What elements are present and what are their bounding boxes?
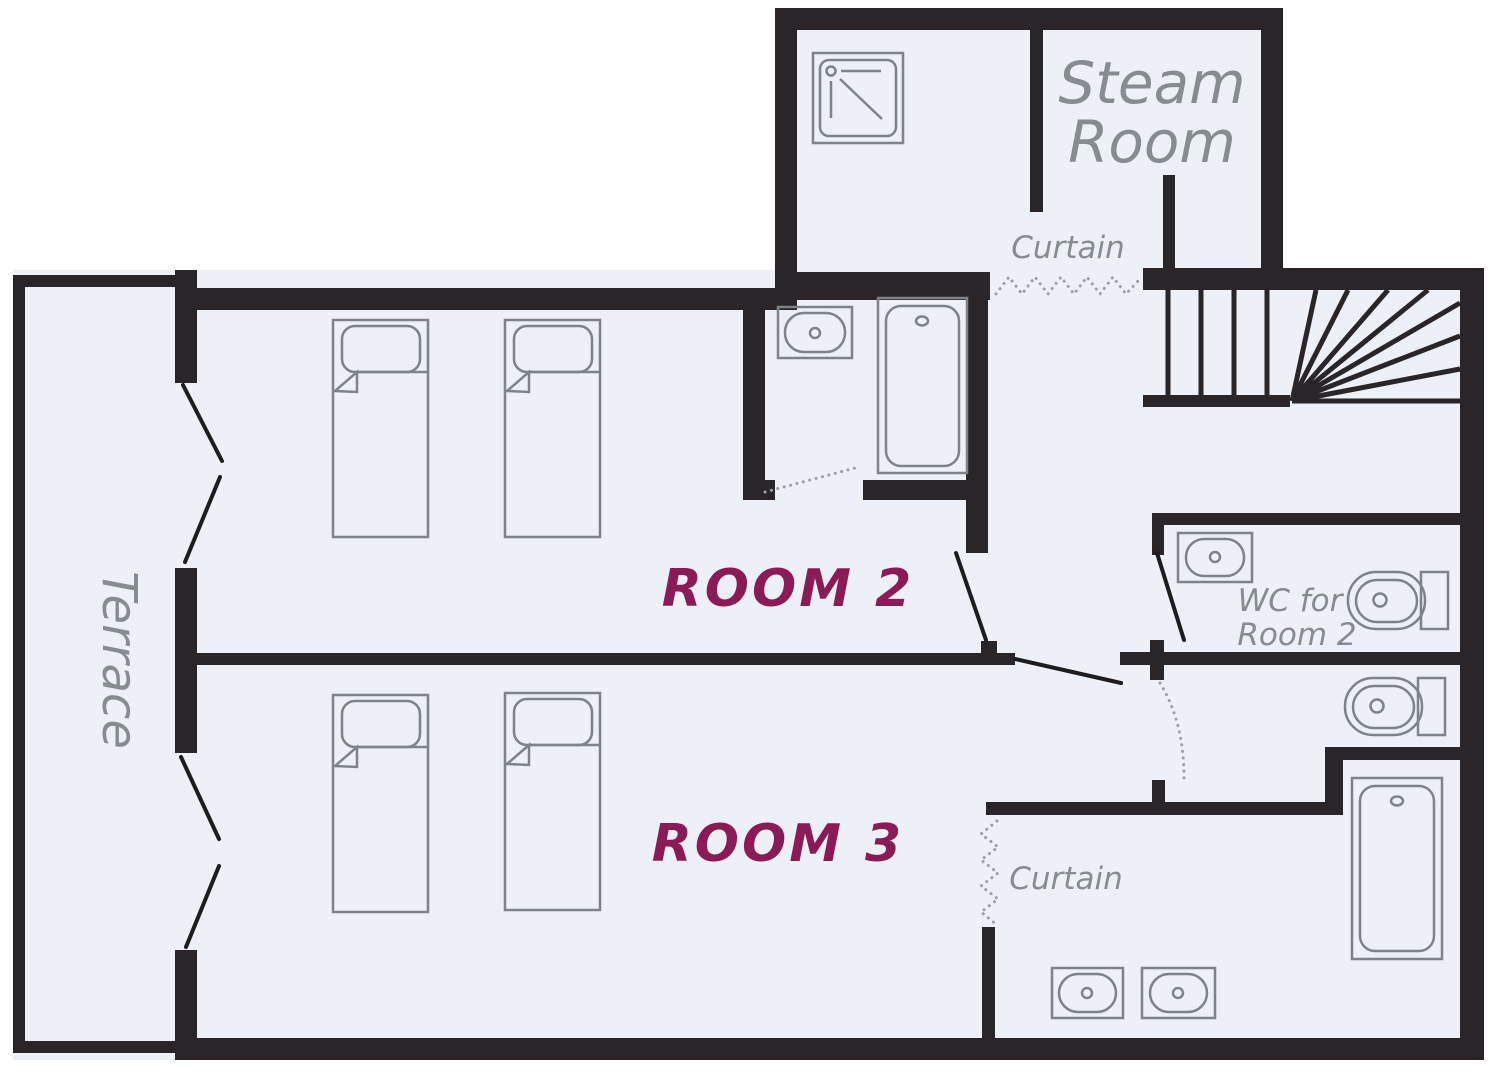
wall-segment [1143,395,1290,407]
room3-label: ROOM 3 [652,814,904,874]
wall-segment [1163,175,1175,290]
wall-segment [197,653,1015,665]
bed-icon [503,691,602,912]
terrace-door-leaf [179,755,221,841]
terrace-door-leaf [184,864,221,949]
wall-segment [743,300,765,497]
sink-icon [776,305,854,360]
wc-label-line2: Room 2 [1237,617,1356,653]
wall-segment [1152,513,1460,525]
bathtub-icon [1350,776,1444,961]
curtain-bottom-label: Curtain [1009,861,1122,897]
room3-door-swing [1158,681,1186,780]
door-jamb [981,641,997,653]
door-jamb [175,568,197,753]
wall-segment [13,1041,175,1053]
stair-winder [1291,333,1461,404]
doors [179,383,1186,949]
stair-winder [1290,300,1462,404]
toilet-icon [1346,570,1450,631]
wall-segment [966,290,988,553]
toilet-icon [1343,676,1447,737]
terrace-door-leaf [183,475,222,564]
wall-segment [1120,652,1460,665]
ensuite-door-swing [763,466,857,494]
stair-winder [1289,289,1319,402]
curtain-zigzag-bottom [979,819,1000,927]
bed-icon [331,318,430,539]
stair-winder [1290,288,1390,403]
wc-label-line1: WC for [1238,583,1345,619]
wall-segment [775,272,990,300]
terrace-door-leaf [181,383,224,463]
sink-icon [1140,966,1217,1020]
room2-door-leaf [954,551,988,642]
walls [13,8,1484,1060]
wall-segment [986,802,1337,815]
wall-segment [197,288,775,310]
wall-segment [13,275,197,287]
curtain-zigzag-top [994,275,1141,296]
stair-winder [1289,288,1351,403]
stair-winder [1291,366,1461,404]
stair-winder [1290,288,1430,403]
terrace-label: Terrace [91,571,147,749]
wall-segment [1261,8,1283,290]
wall-segment [743,480,775,500]
door-jamb [175,270,197,383]
wall-segment [863,480,988,500]
staircase [1165,288,1462,404]
wall-segment [175,1038,1484,1060]
curtain-top-label: Curtain [1011,230,1124,266]
wall-segment [13,275,25,1053]
fixtures [331,51,1450,1020]
room3-door-leaf [1013,657,1123,685]
wall-segment [775,8,797,310]
bed-icon [503,318,602,539]
door-jamb [175,950,197,1060]
wall-segment [775,8,1283,30]
wall-segment [1030,30,1043,212]
wall-segment [1460,268,1484,1060]
dotted-marks [763,275,1186,927]
steam-room-label-line1: Steam [1058,49,1245,117]
room2-label: ROOM 2 [662,559,914,619]
upper-block-floor [775,8,1283,292]
wall-segment [1325,747,1343,815]
door-jamb [1152,513,1164,555]
wall-segment [1143,268,1484,290]
bathtub-icon [876,296,969,475]
shower-tray-icon [811,51,905,145]
wall-segment [982,927,995,1038]
steam-room-label-line2: Room [1068,108,1236,176]
bed-icon [331,693,430,914]
wall-segment [1330,747,1460,760]
sink-icon [1176,531,1254,584]
wc-door-leaf [1155,551,1186,642]
door-jamb [1152,780,1165,806]
sink-icon [1050,966,1125,1020]
labels: Steam Room Curtain ROOM 2 WC for Room 2 … [91,49,1357,897]
